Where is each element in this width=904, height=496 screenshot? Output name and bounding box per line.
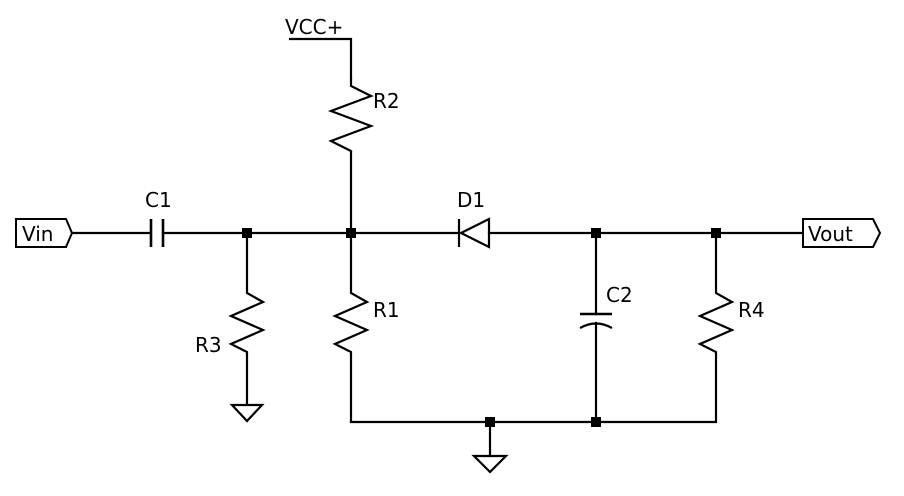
resistor-r3: R3 [195, 233, 266, 405]
junction-node-c2-top [591, 228, 601, 238]
resistor-r1: R1 [332, 233, 400, 422]
ground-symbol-r3 [229, 403, 265, 423]
ground-symbol-main [471, 454, 509, 474]
junction-node-r1-r2 [346, 228, 356, 238]
capacitor-c1: C1 [145, 188, 172, 247]
resistor-r2: R2 [327, 78, 400, 152]
vcc-label: VCC+ [285, 15, 343, 39]
output-port: Vout [802, 218, 882, 248]
junction-nodes [242, 228, 721, 427]
input-port-label: Vin [22, 222, 53, 246]
vcc-supply: VCC+ [285, 15, 353, 80]
r4-label: R4 [738, 298, 765, 322]
r3-label: R3 [195, 333, 222, 357]
ground-bus [349, 420, 718, 474]
resistor-r4: R4 [697, 233, 765, 422]
capacitor-c2: C2 [579, 231, 633, 424]
main-wires [70, 150, 805, 235]
output-port-label: Vout [808, 222, 853, 246]
junction-node-r3 [242, 228, 252, 238]
c2-label: C2 [606, 283, 633, 307]
r1-label: R1 [373, 298, 400, 322]
junction-node-c2-bottom [591, 417, 601, 427]
input-port: Vin [15, 218, 74, 248]
d1-label: D1 [457, 188, 485, 212]
c1-label: C1 [145, 188, 172, 212]
junction-node-ground [485, 417, 495, 427]
r2-label: R2 [373, 89, 400, 113]
diode-d1: D1 [457, 188, 491, 249]
junction-node-r4-top [711, 228, 721, 238]
